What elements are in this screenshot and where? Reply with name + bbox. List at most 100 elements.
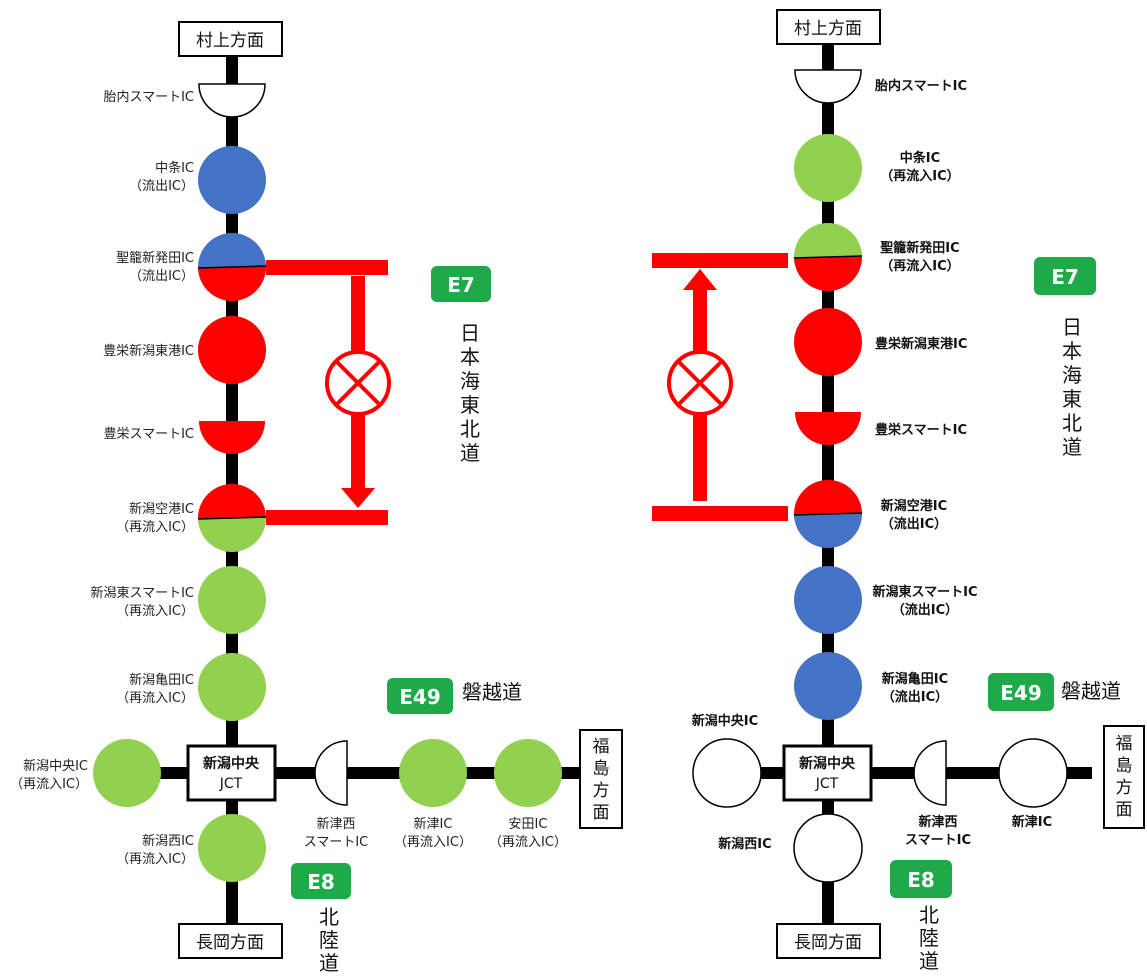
right-no-entry-icon xyxy=(667,350,733,416)
left-toei-smart-ic-marker xyxy=(199,421,265,454)
svg-text:道: 道 xyxy=(460,441,480,465)
left-kameda-label-2: （再流入IC） xyxy=(116,691,194,706)
left-jct-box xyxy=(186,744,277,802)
svg-text:日: 日 xyxy=(1062,315,1082,339)
right-nagaoka-direction: 長岡方面 xyxy=(794,933,862,953)
left-niitsu-label-2: （再流入IC） xyxy=(394,835,472,850)
right-toei-smart-ic-marker xyxy=(795,412,861,445)
svg-text:東: 東 xyxy=(460,393,480,417)
right-higashi-smart-label-2: （流出IC） xyxy=(892,602,958,618)
right-chuo-label: 新潟中央IC xyxy=(692,713,758,729)
right-seiro-ic-top xyxy=(794,223,862,257)
right-e8-badge xyxy=(890,860,952,898)
left-fukushima-1: 福 xyxy=(593,737,610,757)
left-yasuda-label-2: （再流入IC） xyxy=(489,835,567,850)
left-closure-arrow-shaft-top xyxy=(351,276,365,353)
left-jct-name: 新潟中央 xyxy=(203,755,260,772)
right-e49-badge xyxy=(988,673,1054,711)
left-nakajo-label-1: 中条IC xyxy=(155,160,194,176)
left-e8-road-name: 北 陸 道 xyxy=(319,905,339,975)
left-higashi-smart-ic-marker xyxy=(198,566,266,634)
right-nakajo-label-1: 中条IC xyxy=(900,150,940,166)
right-e8-road-name: 北 陸 道 xyxy=(919,903,939,973)
left-chuo-ic-marker xyxy=(93,739,161,807)
left-airport-ic-top xyxy=(198,484,266,518)
left-e7-road-name: 日 本 海 東 北 道 xyxy=(460,321,480,465)
left-seiro-label-1: 聖籠新発田IC xyxy=(116,250,194,266)
right-niitsu-nishi-label-2: スマートIC xyxy=(905,833,971,848)
left-nakajo-label-2: （流出IC） xyxy=(129,179,194,194)
right-murakami-direction-box xyxy=(776,9,881,45)
right-seiro-label-1: 聖籠新発田IC xyxy=(880,240,959,256)
right-jct-box xyxy=(782,744,873,802)
left-niitsu-nishi-label-2: スマートIC xyxy=(304,835,369,850)
right-kameda-ic-marker xyxy=(794,652,862,720)
svg-text:本: 本 xyxy=(460,345,480,369)
left-e49-badge-text: E49 xyxy=(399,685,441,709)
svg-text:東: 東 xyxy=(1062,387,1082,411)
left-murakami-direction: 村上方面 xyxy=(196,31,264,51)
left-tainai-smart-ic-marker xyxy=(198,83,266,118)
right-niitsu-nishi-smart-ic-marker xyxy=(913,740,947,806)
right-jct-code: JCT xyxy=(815,776,839,792)
right-seiro-label-2: （再流入IC） xyxy=(880,258,959,274)
left-niitsu-nishi-smart-ic-marker xyxy=(314,740,348,806)
left-nishi-label-2: （再流入IC） xyxy=(116,852,194,867)
left-chuo-label-2: （再流入IC） xyxy=(10,777,88,792)
left-niitsu-nishi-label-1: 新津西 xyxy=(316,816,355,832)
right-niitsu-nishi-label-1: 新津西 xyxy=(918,814,957,830)
svg-text:北: 北 xyxy=(919,903,939,927)
right-toei-ic-marker xyxy=(794,308,862,376)
left-closure-arrow-head xyxy=(341,488,375,508)
left-chuo-label-1: 新潟中央IC xyxy=(23,758,88,774)
left-fukushima-3: 方 xyxy=(593,781,610,801)
svg-text:道: 道 xyxy=(1062,435,1082,459)
left-nakajo-ic-marker xyxy=(198,146,266,214)
left-e49-badge xyxy=(387,678,453,714)
left-e7-badge xyxy=(431,266,491,302)
left-jct-code: JCT xyxy=(219,776,243,792)
right-chuo-ic-marker xyxy=(692,738,762,808)
right-diagram: 村上方面 胎内スマートIC 中条IC （再流入IC） 聖籠新発田IC （再流入I… xyxy=(652,9,1145,973)
right-kameda-label-2: （流出IC） xyxy=(882,689,948,705)
right-e49-road-name: 磐越道 xyxy=(1061,679,1121,703)
right-toei-label: 豊栄新潟東港IC xyxy=(875,336,967,352)
left-closure-top-bar xyxy=(266,260,388,275)
svg-text:道: 道 xyxy=(919,949,939,973)
left-kameda-label-1: 新潟亀田IC xyxy=(129,672,194,688)
svg-text:日: 日 xyxy=(460,321,480,345)
left-toei-smart-label: 豊栄スマートIC xyxy=(103,427,194,442)
left-toei-ic-marker xyxy=(198,316,266,384)
left-yasuda-label-1: 安田IC xyxy=(509,817,548,832)
left-closure-bottom-bar xyxy=(266,510,388,525)
right-closure-arrow-shaft-top xyxy=(693,289,707,353)
left-e8-badge-text: E8 xyxy=(307,870,335,894)
svg-text:道: 道 xyxy=(319,951,339,975)
right-tainai-label: 胎内スマートIC xyxy=(875,78,967,94)
svg-text:陸: 陸 xyxy=(919,926,939,950)
right-airport-ic-bottom xyxy=(794,514,862,548)
svg-text:陸: 陸 xyxy=(319,928,339,952)
left-closure-arrow-shaft-bottom xyxy=(351,413,365,489)
left-kameda-ic-marker xyxy=(198,653,266,721)
left-seiro-ic-bottom xyxy=(198,267,266,301)
right-airport-label-2: （流出IC） xyxy=(881,516,947,532)
left-higashi-smart-label-2: （再流入IC） xyxy=(116,604,194,619)
left-seiro-label-2: （流出IC） xyxy=(129,269,194,284)
right-fukushima-1: 福 xyxy=(1116,734,1133,754)
right-e8-badge-text: E8 xyxy=(907,868,935,892)
right-tainai-smart-ic-marker xyxy=(794,69,862,104)
left-airport-label-2: （再流入IC） xyxy=(116,520,194,535)
right-niitsu-label: 新津IC xyxy=(1012,814,1052,830)
left-toei-label: 豊栄新潟東港IC xyxy=(103,343,194,359)
right-fukushima-4: 面 xyxy=(1116,800,1133,820)
svg-text:北: 北 xyxy=(319,905,339,929)
left-fukushima-4: 面 xyxy=(593,803,610,823)
svg-text:本: 本 xyxy=(1062,339,1082,363)
right-toei-smart-label: 豊栄スマートIC xyxy=(875,422,967,438)
right-kameda-label-1: 新潟亀田IC xyxy=(882,671,948,687)
right-closure-top-bar xyxy=(652,253,788,268)
right-e49-badge-text: E49 xyxy=(1000,681,1042,705)
left-e49-road-name: 磐越道 xyxy=(462,680,522,704)
